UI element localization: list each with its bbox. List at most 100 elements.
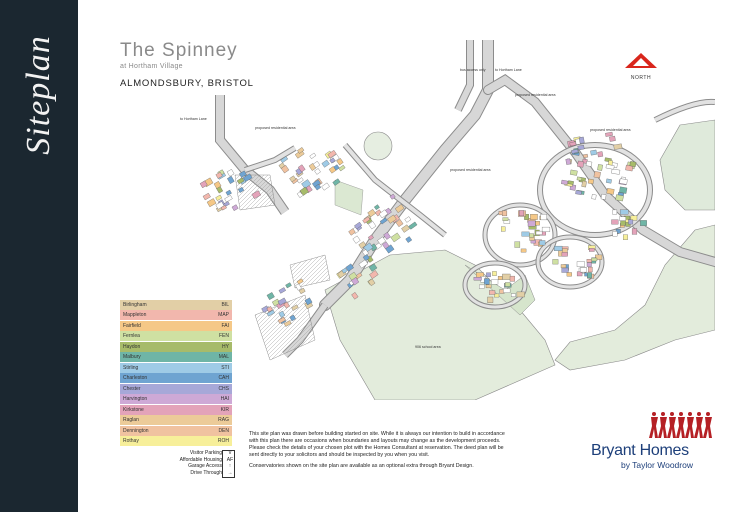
- figure-body: [694, 417, 703, 438]
- school-area-label: 906 school area: [415, 345, 441, 349]
- house-plot: [623, 234, 628, 240]
- house-plot: [595, 254, 603, 260]
- legend-house-code: HY: [222, 343, 229, 350]
- house-plot: [509, 275, 515, 282]
- house-plot: [321, 159, 330, 168]
- proposed-area-label-1: proposed residential area: [515, 93, 556, 97]
- legend-house-code: CAH: [218, 375, 229, 382]
- house-plot: [487, 296, 494, 303]
- site-plan-map: bus access only to Hortham Lane to Horth…: [180, 40, 715, 400]
- house-plot: [277, 297, 287, 306]
- legend-house-code: KIR: [220, 406, 229, 413]
- legend-house-code: HAI: [220, 396, 229, 403]
- house-plot: [280, 156, 289, 163]
- house-plot: [277, 316, 286, 324]
- house-plot: [237, 186, 245, 193]
- brand-tagline: by Taylor Woodrow: [621, 460, 693, 470]
- legend-house-code: RAG: [218, 417, 229, 424]
- house-plot: [502, 273, 511, 280]
- legend-house-name: Harvington: [123, 396, 148, 403]
- house-plot: [332, 178, 341, 186]
- bryant-homes-logo: Bryant Homes by Taylor Woodrow: [589, 410, 719, 485]
- legend-house-code: MAP: [218, 312, 229, 319]
- green-spaces: [324, 119, 715, 400]
- house-plot: [294, 149, 305, 159]
- house-plot: [226, 169, 235, 177]
- house-plot: [597, 164, 603, 171]
- house-plot: [395, 219, 404, 228]
- house-plot: [591, 194, 597, 200]
- house-plot: [606, 178, 612, 184]
- house-plot: [336, 158, 344, 166]
- disclaimer-paragraph: Conservatories shown on the site plan ar…: [249, 463, 474, 469]
- house-plot: [576, 176, 583, 181]
- house-plot: [587, 178, 594, 185]
- house-plot: [309, 152, 317, 159]
- house-plot: [345, 263, 354, 272]
- figure-head: [688, 412, 692, 416]
- figure-head: [679, 412, 683, 416]
- house-plot: [576, 271, 583, 277]
- figure-head: [670, 412, 674, 416]
- house-plot: [367, 208, 376, 218]
- house-plot: [561, 267, 569, 273]
- house-plot: [278, 310, 286, 318]
- house-plot: [328, 166, 337, 174]
- house-plot: [383, 232, 391, 240]
- house-plot: [581, 180, 587, 188]
- house-plot: [586, 262, 592, 267]
- house-plot: [566, 272, 572, 277]
- house-plot: [497, 276, 503, 280]
- house-plot: [567, 180, 574, 185]
- disclaimer-paragraph: This site plan was drawn before building…: [249, 431, 505, 458]
- house-plot: [280, 164, 290, 174]
- house-plot: [524, 214, 529, 220]
- house-plot: [501, 226, 506, 232]
- key-row: Garage Access↑: [188, 463, 232, 470]
- house-plot: [580, 267, 587, 273]
- legend-house-name: Rothay: [123, 438, 139, 445]
- house-plot: [297, 164, 306, 173]
- plot-cluster: [565, 131, 623, 165]
- house-plot: [571, 149, 579, 154]
- figure-head: [697, 412, 701, 416]
- house-plot: [382, 241, 390, 250]
- house-plot: [521, 231, 530, 237]
- house-plot: [278, 287, 286, 294]
- house-plot: [329, 157, 336, 164]
- house-plot: [605, 164, 615, 170]
- house-plot: [588, 266, 593, 273]
- plot-cluster: [498, 210, 551, 253]
- house-plot: [494, 293, 500, 298]
- house-plot: [590, 149, 597, 156]
- to-hortham-lane-top-label: to Hortham Lane: [495, 68, 522, 72]
- house-plot: [577, 160, 585, 168]
- house-plot: [225, 189, 232, 196]
- legend-house-name: Dennington: [123, 427, 149, 434]
- legend-house-name: Raglan: [123, 417, 139, 424]
- legend-house-code: ROH: [217, 438, 229, 445]
- north-arrow: NORTH: [624, 52, 658, 81]
- house-plot: [620, 209, 629, 215]
- house-plot: [283, 301, 290, 309]
- house-plot: [266, 309, 275, 317]
- legend-house-name: Fairfield: [123, 322, 141, 329]
- house-plot: [541, 226, 551, 232]
- house-plot: [341, 267, 348, 274]
- legend-house-code: DEN: [218, 427, 229, 434]
- house-plot: [561, 179, 569, 185]
- house-plot: [296, 278, 304, 285]
- legend-house-name: Kirkstone: [123, 406, 144, 413]
- house-plot: [585, 160, 593, 167]
- house-plot: [527, 220, 536, 227]
- house-plot: [615, 194, 624, 202]
